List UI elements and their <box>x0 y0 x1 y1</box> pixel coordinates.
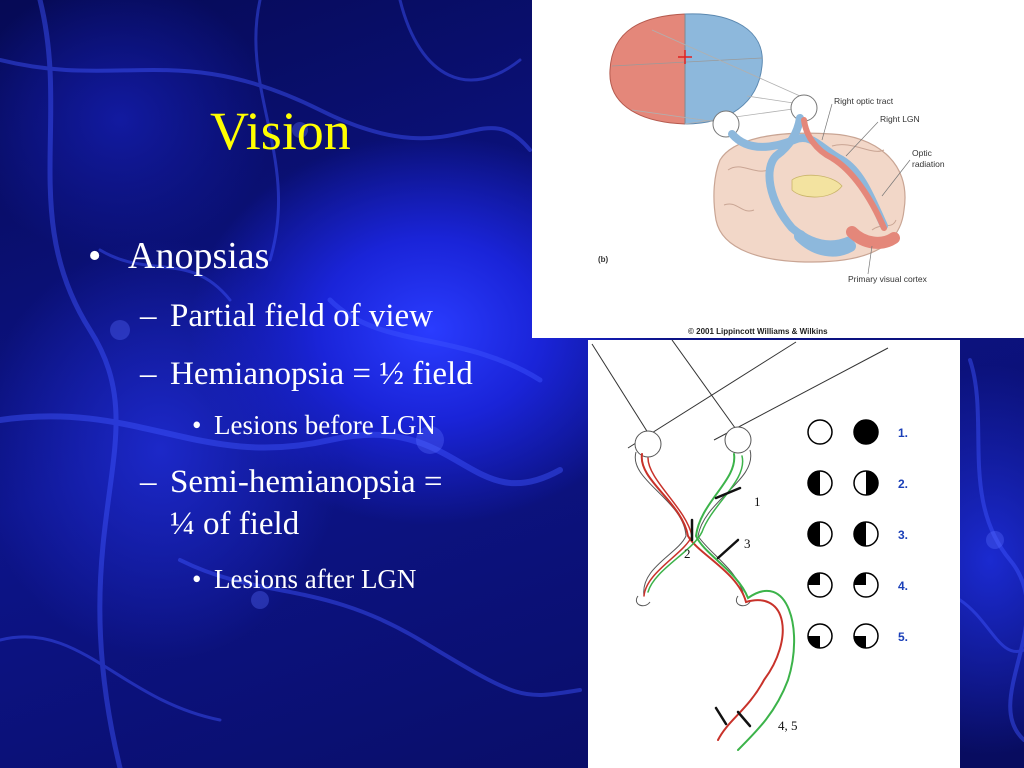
visual-pathway-brain-figure: Right optic tract Right LGN Optic radiat… <box>532 0 1024 338</box>
visual-field-circle-icon <box>807 470 833 496</box>
bullet-text: Lesions before LGN <box>214 410 436 440</box>
visual-field-sphere <box>609 13 763 125</box>
visual-field-circle-icon <box>853 470 879 496</box>
bullet-level2: –Hemianopsia = ½ field <box>140 356 473 393</box>
lesion-marker-1 <box>714 486 742 500</box>
bullet-level2: –Partial field of view <box>140 298 433 335</box>
field-defect-row: 1. <box>807 419 908 445</box>
field-row-number: 2. <box>898 477 908 491</box>
visual-field-circle-icon <box>853 521 879 547</box>
field-row-number: 5. <box>898 630 908 644</box>
lesion-label-3: 3 <box>744 536 751 551</box>
bullet-level3: • Lesions before LGN <box>192 410 436 441</box>
bullet-text: Partial field of view <box>170 298 434 334</box>
field-row-number: 3. <box>898 528 908 542</box>
bullet-level1: • Anopsias <box>88 234 269 278</box>
visual-field-circle-icon <box>853 419 879 445</box>
bullet-marker: • <box>88 235 102 277</box>
panel-label: (b) <box>598 255 609 264</box>
lesion-label-2: 2 <box>684 546 691 561</box>
visual-field-circle-icon <box>807 419 833 445</box>
left-eye-icon <box>634 430 662 458</box>
lesion-label-1: 1 <box>754 494 761 509</box>
field-defect-row: 4. <box>807 572 908 598</box>
bullet-level3: • Lesions after LGN <box>192 564 416 595</box>
bullet-marker: • <box>192 410 202 440</box>
lesion-marker-5 <box>736 710 752 728</box>
visual-field-circle-icon <box>807 623 833 649</box>
field-row-number: 1. <box>898 426 908 440</box>
bullet-level2: –Semi-hemianopsia = ¼ of field <box>140 461 442 545</box>
label-right-lgn: Right LGN <box>880 114 920 124</box>
lesion-label-4-5: 4, 5 <box>778 718 798 733</box>
field-defect-grid: 1. 2. 3. 4. 5. <box>807 419 908 649</box>
field-defect-row: 2. <box>807 470 908 496</box>
bullet-continuation: ¼ of field <box>170 506 300 542</box>
field-row-number: 4. <box>898 579 908 593</box>
label-optic-radiation-2: radiation <box>912 159 945 169</box>
lesion-sites-figure: 1 2 3 4, 5 1. 2. 3. 4. 5. <box>588 339 960 768</box>
visual-field-circle-icon <box>807 521 833 547</box>
dash-marker: – <box>140 298 157 334</box>
slide-title: Vision <box>210 101 351 161</box>
field-defect-row: 5. <box>807 623 908 649</box>
copyright-text: © 2001 Lippincott Williams & Wilkins <box>688 327 828 336</box>
label-right-optic-tract: Right optic tract <box>834 96 894 106</box>
bullet-text: Semi-hemianopsia = <box>170 464 443 500</box>
right-eye-icon <box>724 426 752 454</box>
bullet-text: Anopsias <box>128 235 270 277</box>
label-primary-visual-cortex: Primary visual cortex <box>848 274 928 284</box>
bullet-marker: • <box>192 564 202 594</box>
bullet-text: Lesions after LGN <box>214 564 417 594</box>
visual-field-circle-icon <box>853 572 879 598</box>
lesion-marker-4 <box>714 706 728 726</box>
field-defect-row: 3. <box>807 521 908 547</box>
label-optic-radiation: Optic <box>912 148 933 158</box>
lesion-marker-3 <box>716 538 740 560</box>
visual-field-circle-icon <box>807 572 833 598</box>
bullet-text: Hemianopsia = ½ field <box>170 356 473 392</box>
dash-marker: – <box>140 356 157 392</box>
visual-field-circle-icon <box>853 623 879 649</box>
dash-marker: – <box>140 464 157 500</box>
